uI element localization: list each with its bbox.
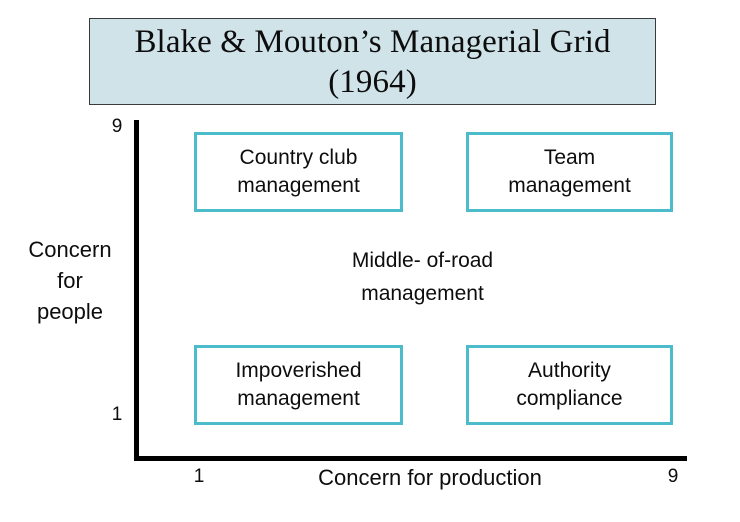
quadrant-impoverished-line-1: Impoverished (235, 359, 362, 382)
quadrant-country-club-line-2: management (237, 174, 360, 197)
quadrant-authority-compliance-line-2: compliance (516, 387, 623, 410)
quadrant-impoverished: Impoverished management (194, 345, 403, 425)
x-axis-tick-max: 9 (667, 466, 679, 487)
center-middle-of-road-label: Middle- of-road management (290, 244, 555, 310)
center-label-line-1: Middle- of-road (351, 249, 494, 272)
y-axis-title: Concern for people (14, 234, 126, 327)
quadrant-team-line-2: management (508, 174, 631, 197)
x-axis-title: Concern for production (318, 465, 542, 490)
quadrant-authority-compliance: Authority compliance (466, 345, 673, 425)
x-axis-tick-min: 1 (193, 466, 205, 487)
quadrant-country-club: Country club management (194, 132, 403, 212)
page-title: Blake & Mouton’s Managerial Grid (1964) (90, 22, 655, 102)
quadrant-team-label: Team management (502, 144, 637, 200)
y-axis-title-line-2: for (57, 268, 83, 293)
center-label-line-2: management (361, 282, 484, 305)
quadrant-country-club-label: Country club management (231, 144, 366, 200)
x-axis-line (134, 456, 687, 461)
y-axis-title-line-1: Concern (28, 237, 112, 262)
y-axis-line (134, 120, 139, 461)
quadrant-authority-compliance-line-1: Authority (528, 359, 611, 382)
quadrant-authority-compliance-label: Authority compliance (510, 357, 628, 413)
quadrant-country-club-line-1: Country club (239, 146, 358, 169)
quadrant-team-line-1: Team (543, 146, 596, 169)
quadrant-impoverished-label: Impoverished management (229, 357, 367, 413)
slide-title-banner: Blake & Mouton’s Managerial Grid (1964) (89, 18, 656, 105)
page-title-line-1: Blake & Mouton’s Managerial (134, 23, 542, 60)
page-title-line-2: Grid (1964) (328, 23, 611, 100)
y-axis-title-line-3: people (36, 299, 104, 324)
y-axis-tick-min: 1 (111, 404, 123, 425)
quadrant-impoverished-line-2: management (237, 387, 360, 410)
quadrant-team: Team management (466, 132, 673, 212)
y-axis-tick-max: 9 (111, 116, 123, 137)
